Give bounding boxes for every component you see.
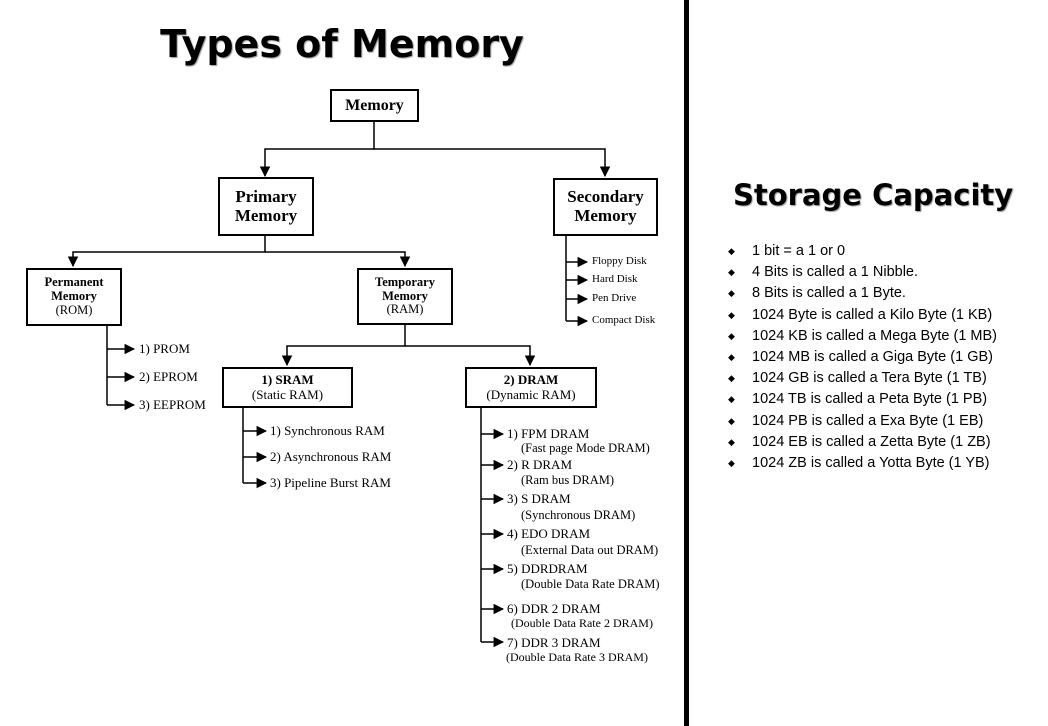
connector-primary [67,236,266,268]
node-sram-line1: 1) SRAM [261,372,314,388]
node-temporary-sub: (RAM) [386,302,424,317]
node-permanent-memory: Permanent Memory (ROM) [26,268,122,326]
node-primary-line2: Memory [234,205,298,225]
secondary-item: Floppy Disk [592,255,647,267]
secondary-item: Hard Disk [592,273,638,285]
dram-item-desc: (Ram bus DRAM) [521,473,615,487]
dram-item-name: 6) DDR 2 DRAM [507,601,601,616]
dram-item-name: 5) DDRDRAM [507,561,588,576]
node-permanent-line1: Permanent [44,275,104,290]
node-secondary-line2: Memory [574,206,637,225]
node-sram-sub: (Static RAM) [251,386,324,402]
connector-memory [259,121,375,178]
sram-item: 1) Synchronous RAM [270,423,385,438]
dram-item-desc: (External Data out DRAM) [521,543,659,557]
node-dram: 2) DRAM (Dynamic RAM) [465,367,597,408]
main-title: Types of Memory [160,22,524,66]
connector-memory-secondary [374,148,611,178]
dram-item-name: 2) R DRAM [507,457,573,472]
dram-item-name: 7) DDR 3 DRAM [507,635,601,650]
connector-temporary [281,325,406,367]
dram-item-desc: (Synchronous DRAM) [521,508,636,522]
node-permanent-sub: (ROM) [55,302,93,317]
dram-item-desc: (Double Data Rate 2 DRAM) [511,616,653,630]
rom-item: 2) EPROM [139,369,198,384]
secondary-item: Compact Disk [592,314,656,326]
rom-item: 1) PROM [139,341,190,356]
dram-item-name: 4) EDO DRAM [507,526,591,541]
storage-item: 1024 TB is called a Peta Byte (1 PB) [728,389,997,410]
node-secondary-line1: Secondary [567,187,644,207]
sram-item: 3) Pipeline Burst RAM [270,475,391,490]
storage-item: 1024 KB is called a Mega Byte (1 MB) [728,326,997,347]
storage-capacity-list: 1 bit = a 1 or 0 4 Bits is called a 1 Ni… [728,241,997,474]
node-memory-label: Memory [345,96,404,114]
node-sram: 1) SRAM (Static RAM) [222,367,353,408]
node-temporary-memory: Temporary Memory (RAM) [357,268,453,325]
connector-primary-temporary [265,251,411,268]
storage-item: 1024 GB is called a Tera Byte (1 TB) [728,368,997,389]
node-dram-line1: 2) DRAM [503,372,559,388]
storage-item: 1024 PB is called a Exa Byte (1 EB) [728,411,997,432]
storage-item: 8 Bits is called a 1 Byte. [728,283,997,304]
storage-capacity-title: Storage Capacity [733,178,1014,212]
node-primary-line1: Primary [235,186,297,206]
node-memory: Memory [330,89,419,122]
sram-item: 2) Asynchronous RAM [270,449,392,464]
node-primary-memory: Primary Memory [218,177,314,236]
node-dram-sub: (Dynamic RAM) [486,386,576,402]
connector-temporary-dram [405,345,536,367]
dram-item-desc: (Double Data Rate 3 DRAM) [506,650,648,664]
storage-item: 1024 Byte is called a Kilo Byte (1 KB) [728,305,997,326]
dram-item-name: 1) FPM DRAM [507,426,590,441]
storage-item: 4 Bits is called a 1 Nibble. [728,262,997,283]
storage-item: 1024 MB is called a Giga Byte (1 GB) [728,347,997,368]
dram-item-name: 3) S DRAM [507,491,571,506]
storage-item: 1 bit = a 1 or 0 [728,241,997,262]
storage-item: 1024 EB is called a Zetta Byte (1 ZB) [728,432,997,453]
node-temporary-line2: Memory [382,288,428,303]
node-temporary-line1: Temporary [375,274,435,289]
vertical-divider [684,0,689,726]
dram-item-desc: (Double Data Rate DRAM) [521,577,660,591]
node-permanent-line2: Memory [51,289,97,304]
storage-item: 1024 ZB is called a Yotta Byte (1 YB) [728,453,997,474]
node-secondary-memory: Secondary Memory [553,178,658,236]
rom-item: 3) EEPROM [139,397,206,412]
memory-tree-connectors [67,121,611,648]
secondary-item: Pen Drive [592,292,637,304]
dram-item-desc: (Fast page Mode DRAM) [521,441,650,455]
